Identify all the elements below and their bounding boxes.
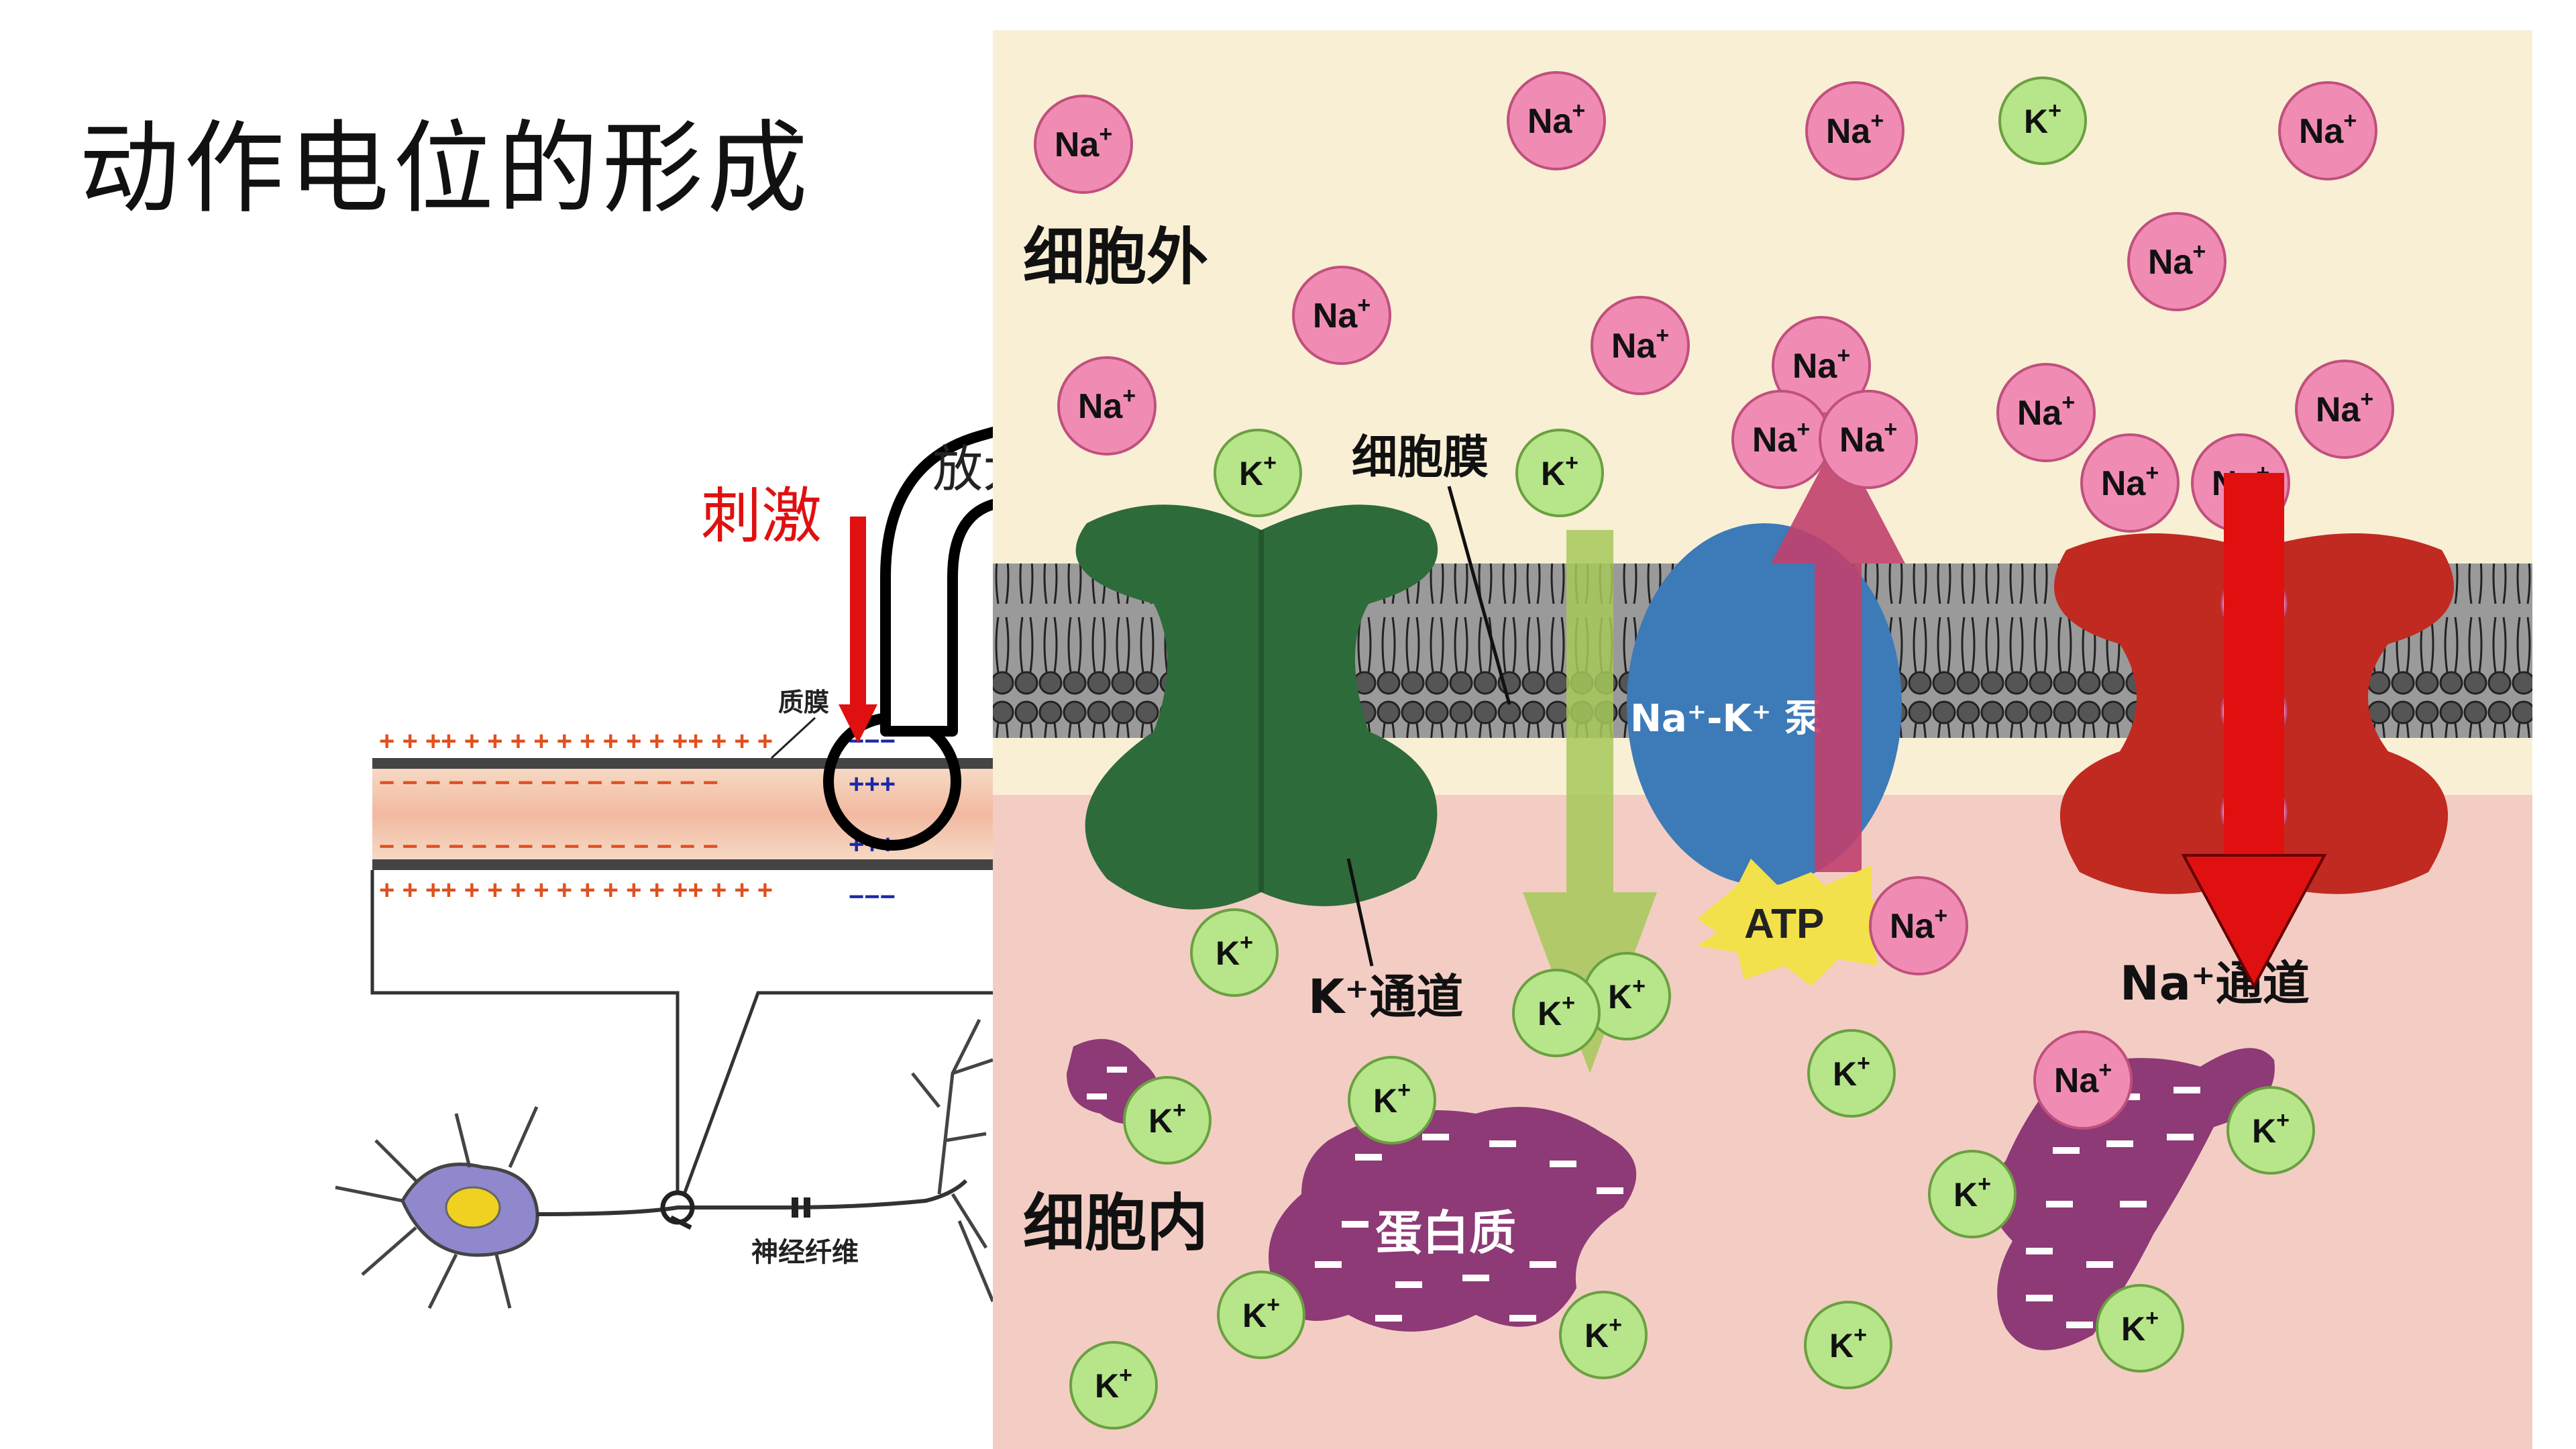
membrane-diagram: Na⁺-K⁺ 泵 ATP 蛋白质 <box>993 30 2532 1449</box>
na-ion-label: Na+ <box>2101 460 2159 503</box>
atp-label: ATP <box>1744 901 1824 947</box>
na-ion: Na+ <box>2033 1030 2133 1130</box>
k-channel <box>1075 504 1438 910</box>
k-ion: K+ <box>1217 1271 1305 1359</box>
k-ion: K+ <box>2096 1284 2184 1373</box>
extracellular-label: 细胞外 <box>1023 221 1208 293</box>
k-ion: K+ <box>1069 1341 1158 1430</box>
pump-label: Na⁺-K⁺ 泵 <box>1630 697 1822 741</box>
k-ion-label: K+ <box>1216 930 1253 972</box>
na-ion: Na+ <box>2080 433 2180 533</box>
k-ion: K+ <box>1998 76 2087 165</box>
k-ion: K+ <box>1515 429 1604 517</box>
na-channel-label: Na⁺通道 <box>2120 956 2310 1011</box>
neuron: 神经纤维 <box>335 1018 995 1309</box>
minus-signs-inner-bottom: − − − − − − − − − − − − − − − <box>379 832 718 861</box>
protein-label: 蛋白质 <box>1375 1205 1516 1260</box>
local-minus-bottom: −−− <box>849 882 896 912</box>
k-ion: K+ <box>1214 429 1302 517</box>
k-ion: K+ <box>1190 908 1279 997</box>
k-efflux-arrow <box>1523 530 1657 1073</box>
k-ion: K+ <box>1559 1291 1648 1379</box>
ions-layer: Na+Na+Na+Na+Na+Na+Na+Na+Na+Na+Na+Na+Na+N… <box>1034 71 2394 1430</box>
na-ion: Na+ <box>1819 390 1918 489</box>
na-ion: Na+ <box>1292 266 1391 365</box>
na-ion: Na+ <box>1507 71 1606 170</box>
k-ion: K+ <box>1348 1056 1436 1144</box>
minus-signs-inner-top: − − − − − − − − − − − − − − − <box>379 768 718 798</box>
nerve-fiber-schematic: + + ++ + + + + + + + + + ++ + + + − − − … <box>329 678 1033 1315</box>
k-ion: K+ <box>1123 1076 1212 1165</box>
na-ion-label: Na+ <box>1611 323 1669 366</box>
k-ion: K+ <box>2226 1086 2315 1175</box>
plasma-membrane-label: 质膜 <box>778 688 829 717</box>
k-ion: K+ <box>1512 969 1601 1057</box>
stimulus-arrow-shaft <box>850 517 866 711</box>
na-ion: Na+ <box>1772 316 1871 415</box>
k-ion: K+ <box>1807 1029 1896 1118</box>
atp-starburst <box>1697 859 1898 986</box>
nerve-fiber-label: 神经纤维 <box>751 1237 859 1268</box>
na-ion: Na+ <box>1869 876 1968 975</box>
na-ion-label: Na+ <box>1752 417 1810 460</box>
na-ion: Na+ <box>1996 363 2096 462</box>
k-ion-label: K+ <box>1585 1312 1622 1354</box>
na-ion: Na+ <box>2295 360 2394 459</box>
pump-na-arrow <box>1771 436 1905 872</box>
na-ion-label: Na+ <box>1527 98 1585 141</box>
k-ion: K+ <box>1804 1301 1892 1389</box>
k-ion: K+ <box>1928 1150 2017 1238</box>
k-ion: K+ <box>1582 952 1671 1040</box>
plus-signs-bottom: + + ++ + + + + + + + + + ++ + + + <box>379 875 773 905</box>
k-ion-label: K+ <box>2024 98 2061 140</box>
protein-large <box>1269 1107 1637 1332</box>
na-ion: Na+ <box>1034 95 1133 194</box>
intracellular-label: 细胞内 <box>1023 1187 1208 1259</box>
na-influx-arrow-head <box>2181 854 2327 989</box>
cell-membrane-label: 细胞膜 <box>1352 431 1489 484</box>
k-channel-label: K⁺通道 <box>1308 969 1463 1024</box>
na-ion: Na+ <box>1731 390 1831 489</box>
plus-signs-top: + + ++ + + + + + + + + + ++ + + + <box>379 727 773 756</box>
na-ion: Na+ <box>2278 81 2377 180</box>
na-ion: Na+ <box>1591 296 1690 395</box>
local-plus-top: +++ <box>849 769 896 799</box>
na-ion: Na+ <box>2127 212 2226 311</box>
protein-minus-signs <box>1087 1067 2200 1328</box>
stimulus-label: 刺激 <box>701 481 822 551</box>
page-title: 动作电位的形成 <box>79 111 812 227</box>
na-ion: Na+ <box>1057 356 1157 455</box>
na-influx-arrow-shaft <box>2224 473 2284 862</box>
na-ion: Na+ <box>1805 81 1904 180</box>
stimulus-arrow-head <box>839 704 877 743</box>
